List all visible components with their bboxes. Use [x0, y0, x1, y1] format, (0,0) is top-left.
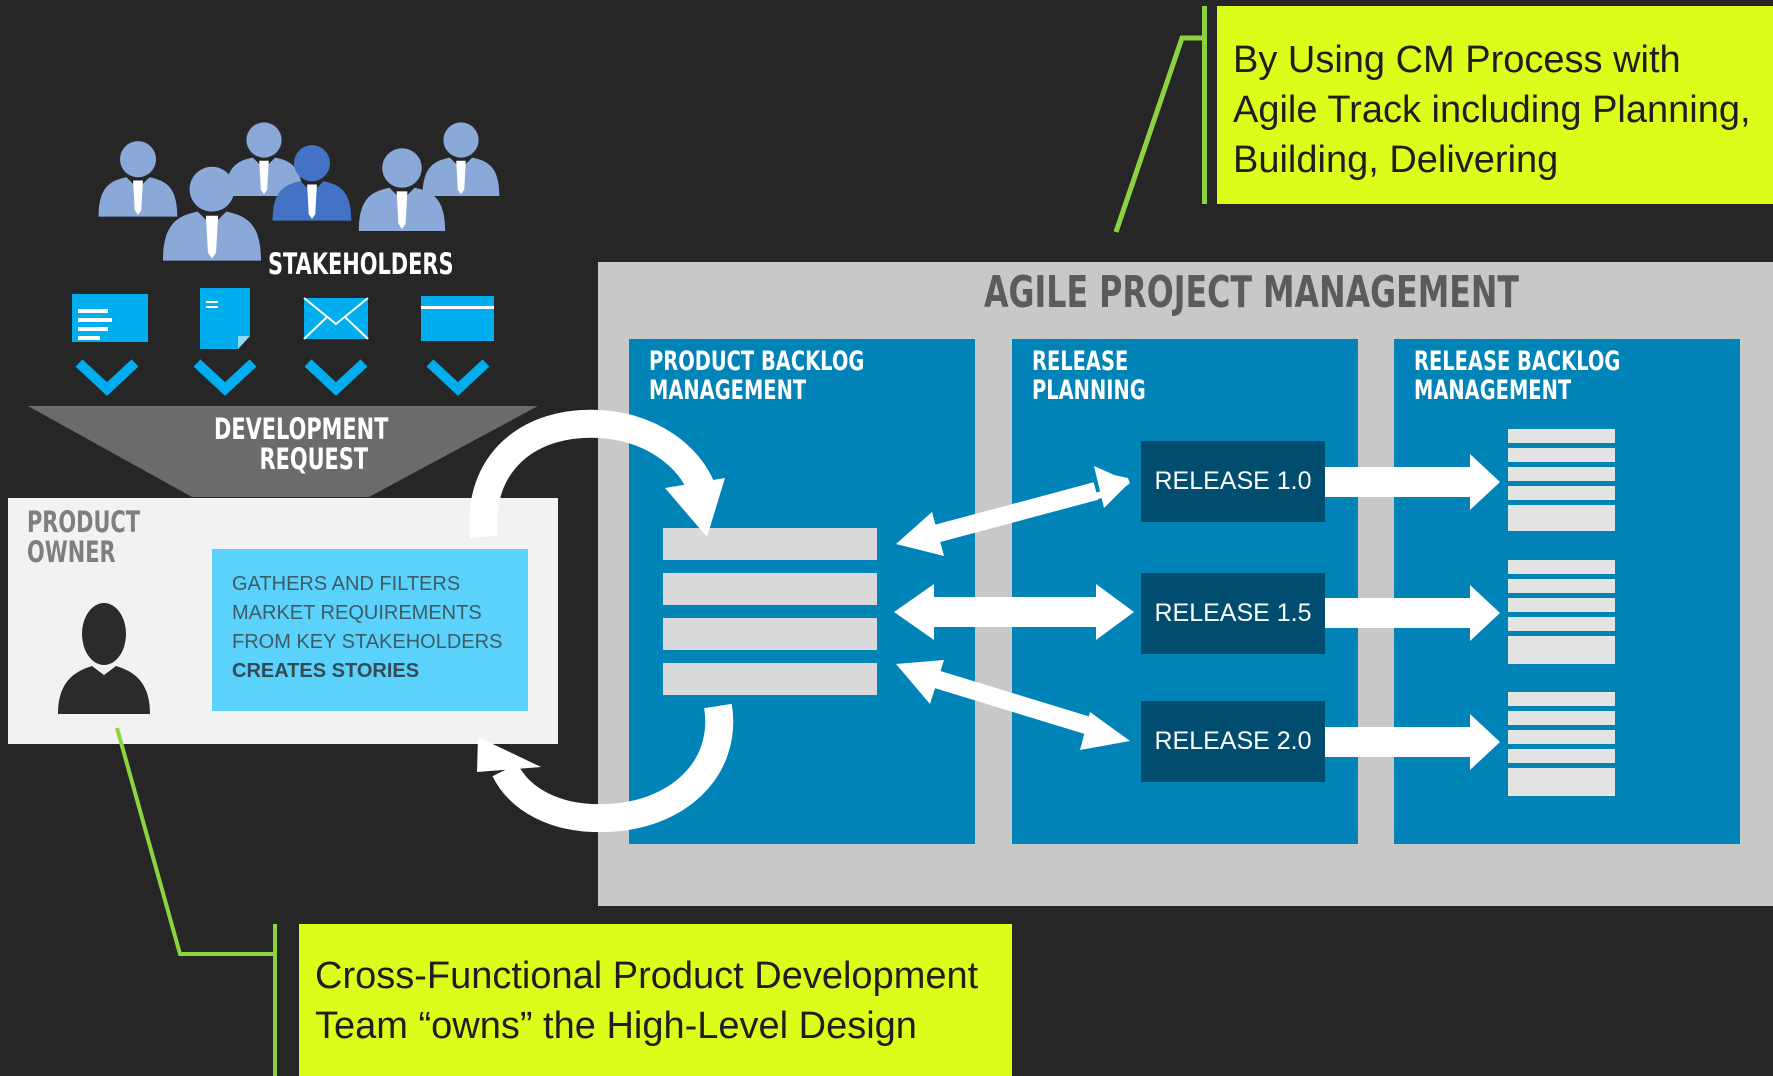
top-callout-line-1: By Using CM Process with — [1233, 39, 1681, 81]
release-box-1-0: RELEASE 1.0 — [1141, 441, 1325, 522]
funnel-line: DEVELOPMENT — [214, 412, 389, 446]
release-backlog-item — [1508, 636, 1615, 650]
column-product-backlog-title: PRODUCT BACKLOG MANAGEMENT — [649, 347, 864, 405]
column-title-line: RELEASE BACKLOG — [1414, 346, 1621, 377]
top-callout-bar — [1202, 6, 1207, 204]
description-line: MARKET REQUIREMENTS — [232, 602, 482, 624]
product-owner-title: PRODUCT OWNER — [27, 507, 140, 567]
release-backlog-item — [1508, 505, 1615, 519]
top-callout: By Using CM Process with Agile Track inc… — [1217, 6, 1773, 204]
column-title-line: PLANNING — [1032, 375, 1146, 406]
release-backlog-item — [1508, 768, 1615, 782]
release-backlog-item — [1508, 429, 1615, 443]
column-release-planning-title: RELEASE PLANNING — [1032, 347, 1146, 405]
release-backlog-item — [1508, 749, 1615, 763]
column-title-line: MANAGEMENT — [1414, 375, 1572, 406]
description-emphasis: CREATES STORIES — [232, 660, 420, 682]
release-box-2-0: RELEASE 2.0 — [1141, 701, 1325, 782]
release-backlog-item — [1508, 517, 1615, 531]
column-release-backlog-title: RELEASE BACKLOG MANAGEMENT — [1414, 347, 1620, 405]
description-line: FROM KEY STAKEHOLDERS — [232, 631, 503, 653]
release-backlog-item — [1508, 782, 1615, 796]
release-backlog-item — [1508, 579, 1615, 593]
funnel-shape — [28, 406, 538, 497]
agile-title: AGILE PROJECT MANAGEMENT — [984, 267, 1520, 318]
release-backlog-item — [1508, 598, 1615, 612]
bottom-callout: Cross-Functional Product Development Tea… — [299, 924, 1012, 1076]
release-backlog-item — [1508, 617, 1615, 631]
release-backlog-item — [1508, 650, 1615, 664]
backlog-item — [663, 573, 877, 605]
release-box-1-5: RELEASE 1.5 — [1141, 573, 1325, 654]
release-backlog-item — [1508, 560, 1615, 574]
stakeholders-label: STAKEHOLDERS — [268, 247, 454, 281]
column-title-line: PRODUCT BACKLOG — [649, 346, 865, 377]
release-backlog-item — [1508, 711, 1615, 725]
product-owner-title-line: OWNER — [27, 535, 116, 569]
column-title-line: RELEASE — [1032, 346, 1129, 377]
product-owner-title-line: PRODUCT — [27, 505, 140, 539]
backlog-item — [663, 663, 877, 695]
release-backlog-item — [1508, 467, 1615, 481]
development-request-label: DEVELOPMENT REQUEST — [214, 414, 388, 474]
bottom-callout-line-1: Cross-Functional Product Development — [315, 955, 979, 997]
top-callout-line-3: Building, Delivering — [1233, 139, 1559, 181]
product-owner-description: GATHERS AND FILTERS MARKET REQUIREMENTS … — [212, 549, 528, 711]
release-backlog-item — [1508, 692, 1615, 706]
release-backlog-item — [1508, 448, 1615, 462]
top-callout-line-2: Agile Track including Planning, — [1233, 89, 1751, 131]
column-title-line: MANAGEMENT — [649, 375, 807, 406]
release-backlog-item — [1508, 730, 1615, 744]
bottom-callout-bar — [273, 924, 277, 1076]
description-line: GATHERS AND FILTERS — [232, 573, 461, 595]
bottom-callout-line-2: Team “owns” the High-Level Design — [315, 1005, 917, 1047]
release-backlog-item — [1508, 486, 1615, 500]
funnel-line: REQUEST — [259, 442, 369, 476]
backlog-item — [663, 618, 877, 650]
